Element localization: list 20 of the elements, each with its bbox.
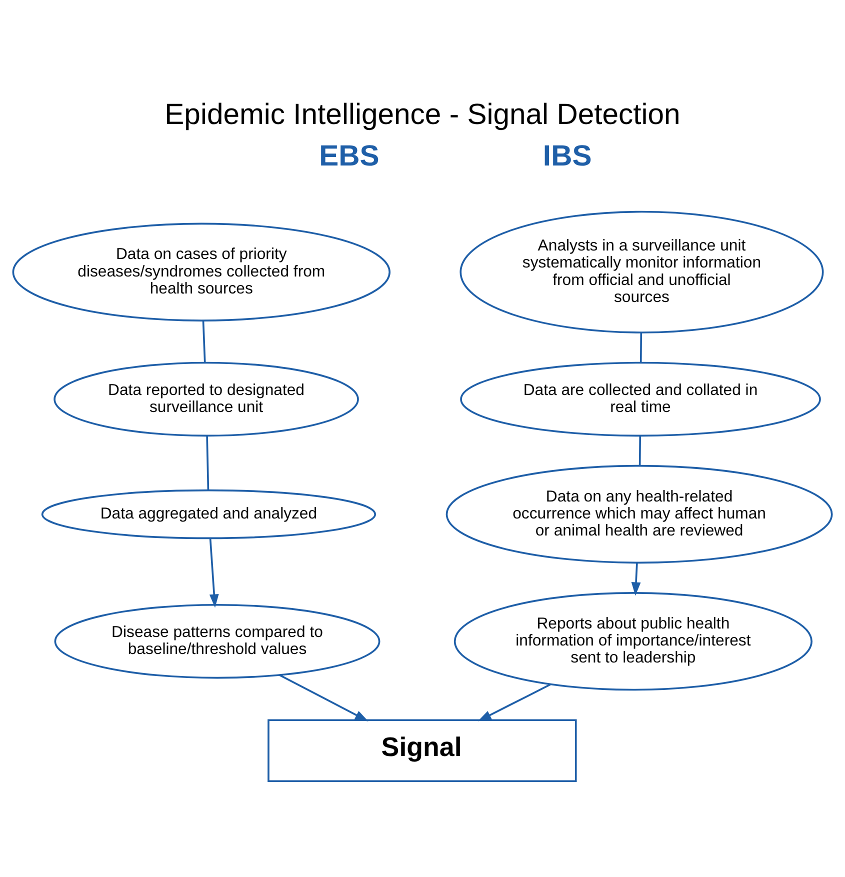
label: EBS (319, 140, 380, 173)
arrow (278, 674, 368, 722)
connector (638, 436, 642, 466)
arrow (631, 562, 641, 596)
connector (640, 332, 642, 363)
connector (206, 436, 210, 490)
node-ellipse: Data reported to designated surveillance unit (54, 362, 359, 437)
node-ellipse: Reports about public health information of importance/interest sent to leadership (454, 592, 812, 691)
arrow (209, 538, 219, 608)
label: IBS (542, 140, 592, 173)
node-ellipse: Disease patterns compared to baseline/threshold values (54, 604, 380, 679)
node-ellipse: Data are collected and collated in real time (460, 362, 821, 437)
connector (202, 320, 206, 363)
node-ellipse: Data on any health-related occurrence which may affect human or animal health are reviewed (446, 464, 833, 564)
node-ellipse: Data on cases of priority diseases/syndromes collected from health sources (12, 222, 391, 322)
arrow (478, 684, 551, 722)
node-ellipse: Analysts in a surveillance unit systematically monitor information from official and unofficial sources (460, 210, 824, 334)
diagram-title: Epidemic Intelligence - Signal Detection (164, 99, 680, 132)
node-box: Signal (268, 719, 577, 782)
node-ellipse: Data aggregated and analyzed (41, 489, 376, 540)
